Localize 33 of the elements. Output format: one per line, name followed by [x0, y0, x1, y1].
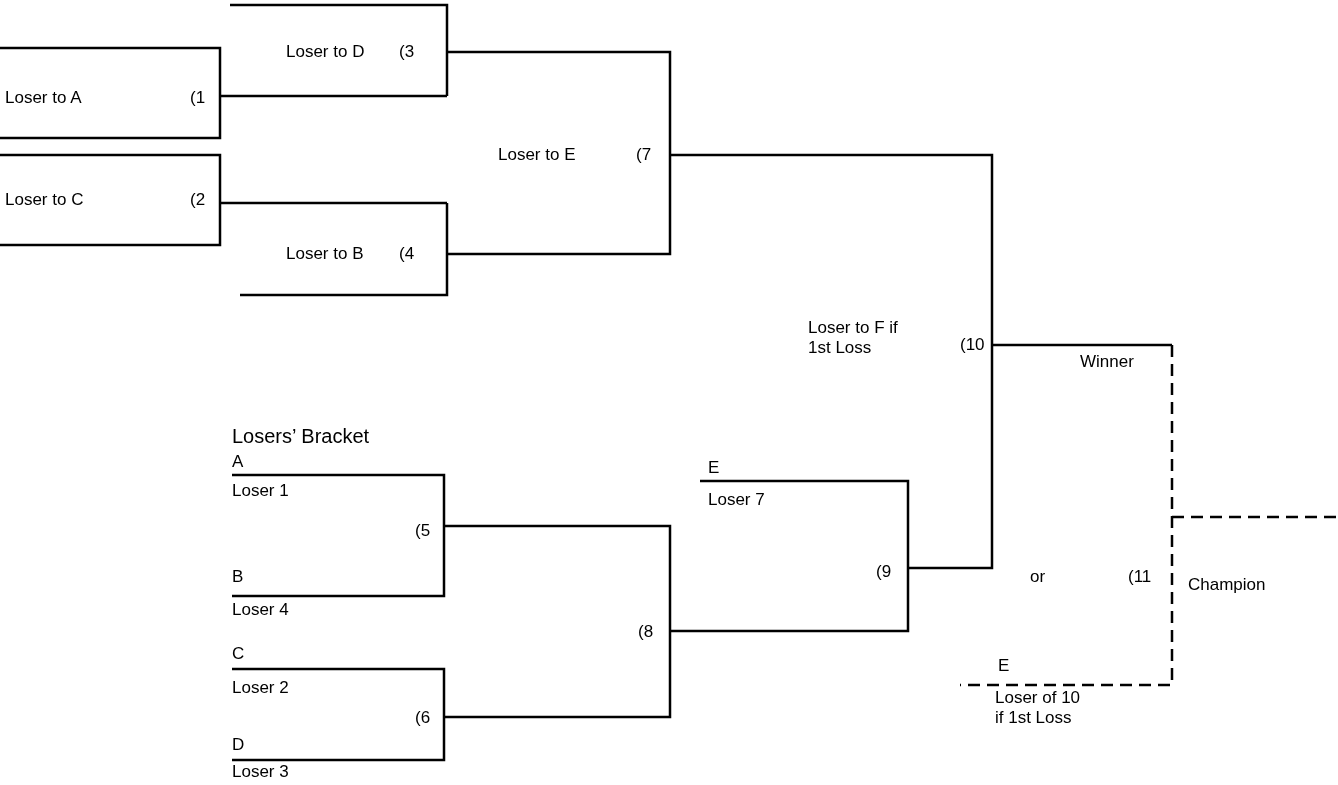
slot-label: Loser 7 — [708, 490, 765, 510]
game-number: (10 — [960, 335, 985, 355]
slot-label: Loser 3 — [232, 762, 289, 782]
team-letter: A — [232, 452, 244, 472]
slot-label: Loser to C — [5, 190, 84, 210]
game-number: (4 — [399, 244, 415, 264]
game-number: (1 — [190, 88, 206, 108]
team-letter: B — [232, 567, 244, 587]
connector-word: or — [1030, 567, 1046, 587]
slot-label: Loser to F if 1st Loss — [808, 318, 898, 358]
team-letter: C — [232, 644, 245, 664]
team-letter: E — [708, 458, 720, 478]
slot-label: Loser of 10 if 1st Loss — [995, 688, 1082, 728]
slot-label: Loser to A — [5, 88, 82, 108]
result-label: Winner — [1080, 352, 1134, 372]
team-letter: D — [232, 735, 245, 755]
game-number: (6 — [415, 708, 431, 728]
slot-label: Loser 2 — [232, 678, 289, 698]
game-number: (3 — [399, 42, 415, 62]
game-number: (11 — [1128, 567, 1152, 587]
game-number: (9 — [876, 562, 892, 582]
game-number: (2 — [190, 190, 206, 210]
game-number: (7 — [636, 145, 652, 165]
result-label: Champion — [1188, 575, 1266, 595]
team-letter: E — [998, 656, 1010, 676]
game-number: (5 — [415, 521, 431, 541]
slot-label: Loser to E — [498, 145, 576, 165]
slot-label: Loser 1 — [232, 481, 289, 501]
game-number: (8 — [638, 622, 654, 642]
slot-label: Loser 4 — [232, 600, 289, 620]
slot-label: Loser to B — [286, 244, 364, 264]
bracket-title: Losers’ Bracket — [232, 424, 370, 448]
slot-label: Loser to D — [286, 42, 365, 62]
